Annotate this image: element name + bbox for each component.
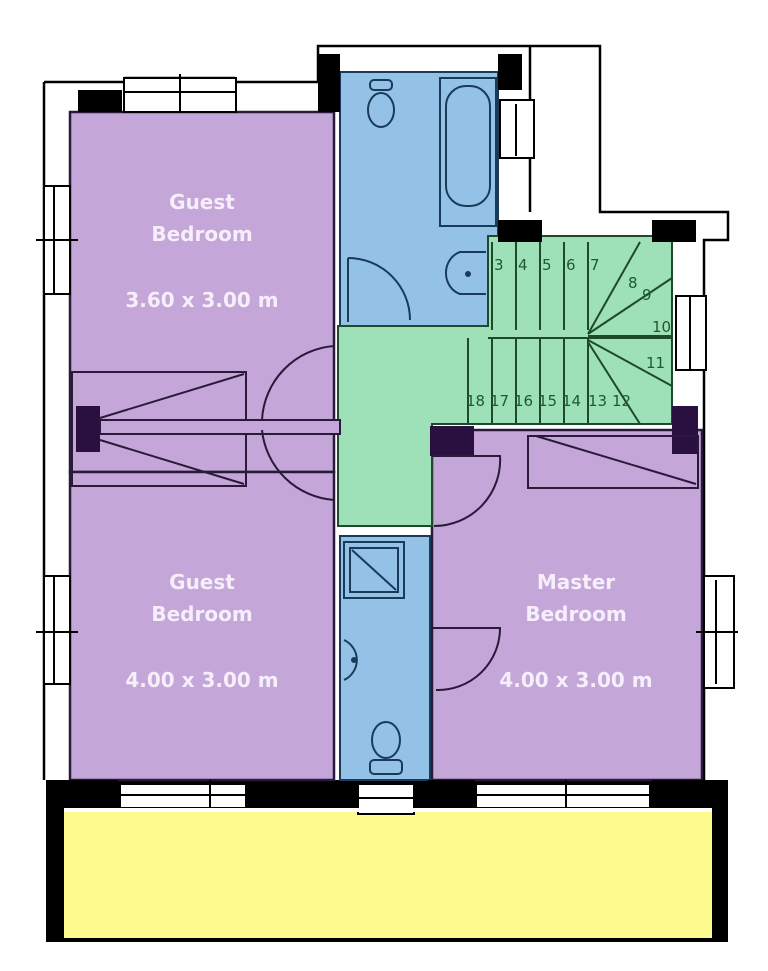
stair-step-number: 9	[642, 286, 652, 304]
stair-step-number: 3	[494, 256, 504, 274]
room-label-guest-bedroom-2: Guest Bedroom 4.00 x 3.00 m	[70, 566, 334, 696]
stair-step-number: 6	[566, 256, 576, 274]
balcony-floor	[64, 812, 712, 938]
room-size: 4.00 x 3.00 m	[499, 668, 653, 692]
guest-bedroom-1-area	[68, 110, 336, 474]
stair-step-number: 8	[628, 274, 638, 292]
room-name-line2: Bedroom	[525, 602, 627, 626]
stair-step-number: 13	[588, 392, 608, 410]
stair-step-number: 5	[542, 256, 552, 274]
room-label-master-bedroom: Master Bedroom 4.00 x 3.00 m	[444, 566, 708, 696]
stair-step-number: 11	[646, 354, 666, 372]
room-name-line2: Bedroom	[151, 222, 253, 246]
ensuite-area	[339, 535, 431, 781]
stair-step-number: 18	[466, 392, 486, 410]
stair-step-number: 7	[590, 256, 600, 274]
room-size: 3.60 x 3.00 m	[125, 288, 279, 312]
room-name-line1: Guest	[169, 190, 235, 214]
bathroom-area	[339, 71, 499, 327]
room-size: 4.00 x 3.00 m	[125, 668, 279, 692]
stair-step-number: 14	[562, 392, 582, 410]
room-name-line1: Master	[536, 570, 616, 594]
stair-step-number: 15	[538, 392, 558, 410]
room-label-guest-bedroom-1: Guest Bedroom 3.60 x 3.00 m	[70, 186, 334, 316]
stair-step-number: 12	[612, 392, 632, 410]
stair-step-number: 4	[518, 256, 528, 274]
room-name-line2: Bedroom	[151, 602, 253, 626]
room-name-line1: Guest	[169, 570, 235, 594]
stair-step-number: 17	[490, 392, 510, 410]
stair-step-number: 10	[652, 318, 672, 336]
stair-step-number: 16	[514, 392, 534, 410]
